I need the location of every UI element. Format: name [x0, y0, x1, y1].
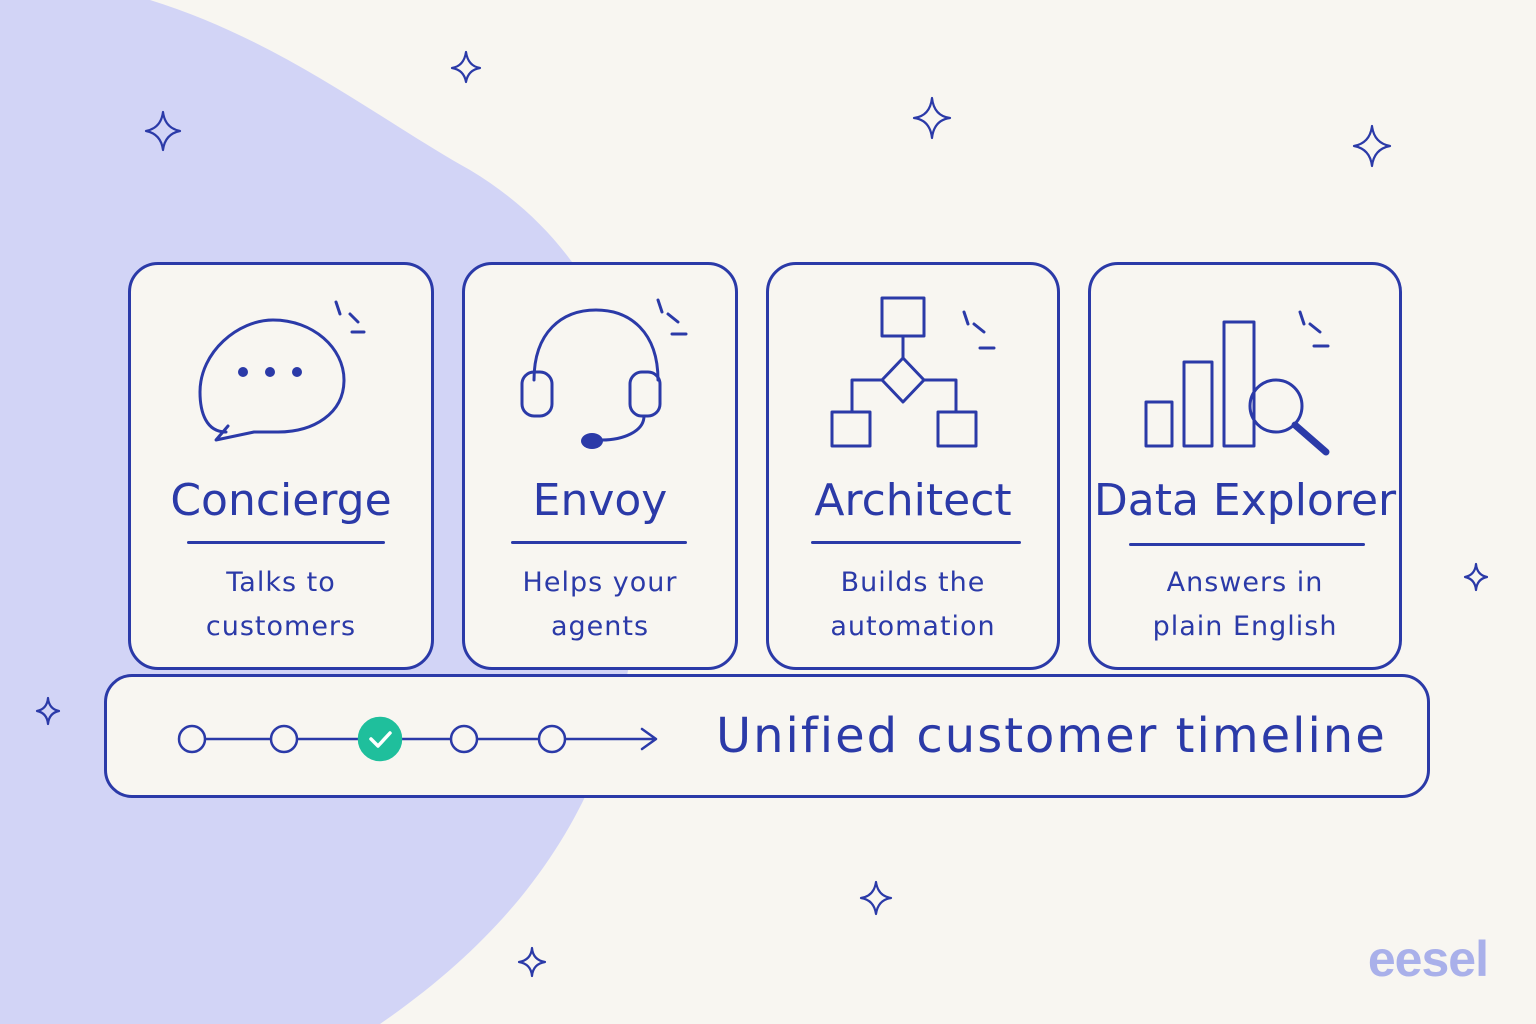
bar-chart-magnifier-icon	[1144, 310, 1330, 456]
card-description-line: Builds the	[840, 567, 986, 598]
flowchart-icon	[830, 296, 996, 448]
card-description-line: customers	[205, 611, 357, 642]
card-description-line: Answers in	[1166, 567, 1324, 598]
title-underline	[187, 541, 385, 544]
card-title: Data Explorer	[1093, 475, 1397, 526]
eesel-logo: eesel	[1367, 931, 1489, 987]
card-description: Helps your agents	[465, 561, 735, 649]
sparkle-icon	[450, 50, 482, 84]
card-title: Concierge	[170, 475, 392, 526]
card-architect[interactable]: Architect Builds the automation	[766, 262, 1060, 670]
sparkle-icon	[517, 946, 547, 978]
card-description-line: Helps your	[522, 567, 678, 598]
sparkle-icon	[35, 696, 61, 726]
card-description-line: plain English	[1152, 611, 1338, 642]
sparkle-icon	[859, 880, 893, 916]
sparkle-icon	[144, 110, 182, 152]
card-description-line: agents	[550, 611, 650, 642]
card-title: Envoy	[532, 475, 668, 526]
card-description-line: automation	[830, 611, 996, 642]
timeline-bar[interactable]	[104, 674, 1430, 798]
card-concierge[interactable]: Concierge Talks to customers	[128, 262, 434, 670]
title-underline	[811, 541, 1021, 544]
headset-icon	[520, 298, 688, 449]
card-description: Answers in plain English	[1091, 561, 1399, 649]
title-underline	[511, 541, 687, 544]
card-data-explorer[interactable]: Data Explorer Answers in plain English	[1088, 262, 1402, 670]
sparkle-icon	[1352, 124, 1392, 168]
sparkle-icon	[1463, 562, 1489, 592]
card-envoy[interactable]: Envoy Helps your agents	[462, 262, 738, 670]
sparkles	[35, 50, 1489, 978]
chat-bubble-icon	[198, 300, 366, 442]
card-description-line: Talks to	[226, 567, 336, 598]
card-description: Talks to customers	[131, 561, 431, 649]
sparkle-icon	[912, 96, 952, 140]
timeline-label: Unified customer timeline	[716, 708, 1387, 764]
card-description: Builds the automation	[769, 561, 1057, 649]
card-title: Architect	[814, 475, 1012, 526]
title-underline	[1129, 543, 1365, 546]
